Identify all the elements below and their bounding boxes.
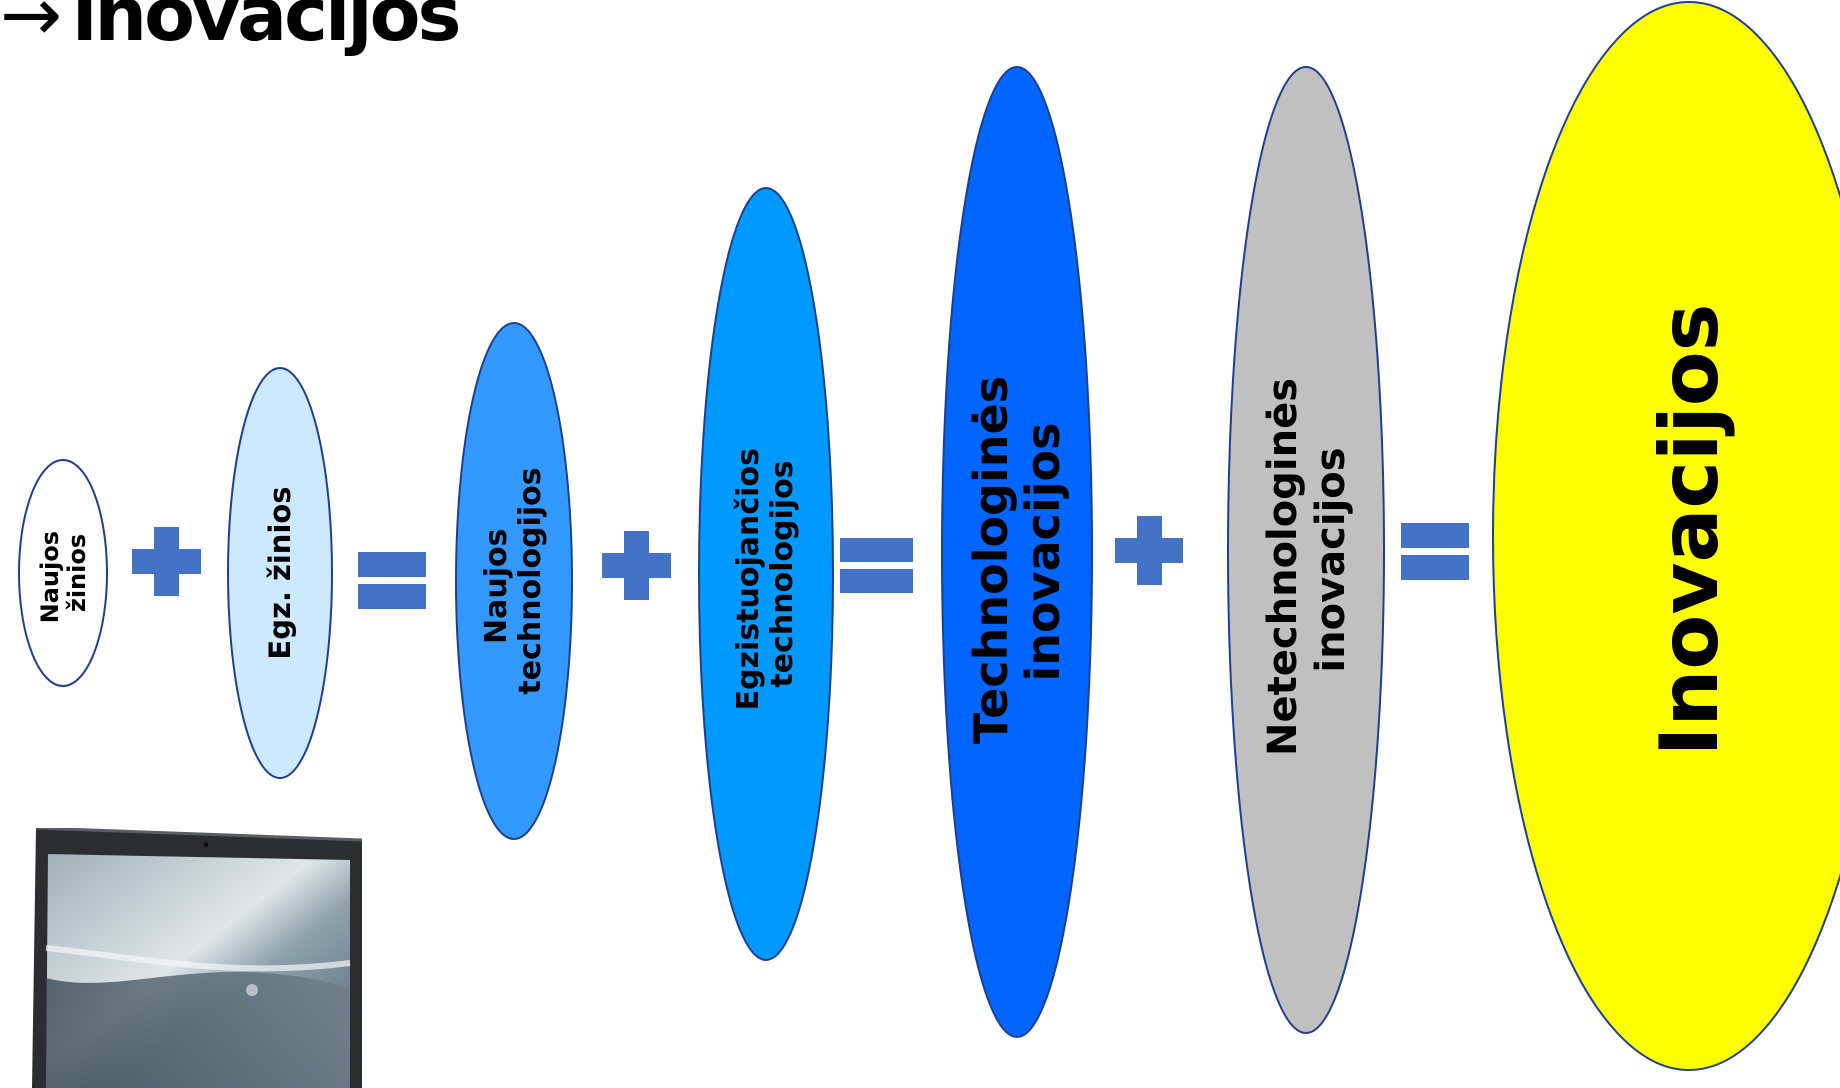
node-inovacijos-label: Inovacijos xyxy=(1643,304,1736,757)
node-inovacijos-shape xyxy=(1492,1,1840,1071)
node-technologines-inovacijos-shape xyxy=(941,66,1093,1038)
equals-1-bottom-bar xyxy=(358,584,426,609)
laptop-bezel-edge xyxy=(35,828,362,842)
node-naujos-zinios-label: Naujos žinios xyxy=(36,523,91,624)
node-egz-zinios-label: Egz. žinios xyxy=(263,486,297,659)
node-naujos-zinios-shape xyxy=(18,459,108,687)
operator-plus-3 xyxy=(1115,516,1183,585)
operator-plus-1 xyxy=(132,527,201,596)
operator-plus-2 xyxy=(602,531,671,600)
equals-1-top-bar xyxy=(358,552,426,577)
node-egzistuojancios-technologijos-shape xyxy=(698,187,834,961)
plus-2-vertical-bar xyxy=(624,531,649,600)
node-technologines-inovacijos-label: Technologinės inovacijos xyxy=(964,360,1070,744)
node-egz-zinios-shape xyxy=(227,367,333,779)
operator-equals-3 xyxy=(1401,523,1469,580)
node-naujos-technologijos-label: Naujos technologijos xyxy=(479,467,548,694)
equals-2-top-bar xyxy=(840,538,913,562)
laptop-logo xyxy=(246,984,258,996)
title-arrow: → xyxy=(0,0,63,58)
node-naujos-technologijos-shape xyxy=(455,322,573,840)
plus-3-vertical-bar xyxy=(1137,516,1162,585)
node-inovacijos: Inovacijos xyxy=(1492,1,1840,1071)
laptop-image xyxy=(32,828,362,1088)
operator-equals-2 xyxy=(840,538,913,593)
node-egzistuojancios-technologijos: Egzistuojančios technologijos xyxy=(698,187,834,961)
node-netechnologines-inovacijos: Netechnologinės inovacijos xyxy=(1227,66,1385,1034)
equals-3-top-bar xyxy=(1401,523,1469,548)
node-netechnologines-inovacijos-shape xyxy=(1227,66,1385,1034)
node-egz-zinios: Egz. žinios xyxy=(227,367,333,779)
node-naujos-zinios: Naujos žinios xyxy=(18,459,108,687)
laptop-webcam xyxy=(203,842,209,848)
plus-1-vertical-bar xyxy=(154,527,179,596)
node-naujos-technologijos: Naujos technologijos xyxy=(455,322,573,840)
operator-equals-1 xyxy=(358,552,426,609)
node-egzistuojancios-technologijos-label: Egzistuojančios technologijos xyxy=(731,438,800,711)
laptop-screen-highlight xyxy=(45,945,351,972)
title-text: inovacijos xyxy=(72,0,462,58)
equals-2-bottom-bar xyxy=(840,569,913,593)
equals-3-bottom-bar xyxy=(1401,555,1469,580)
laptop-screen-wave xyxy=(46,971,350,1088)
node-netechnologines-inovacijos-label: Netechnologinės inovacijos xyxy=(1260,364,1354,756)
node-technologines-inovacijos: Technologinės inovacijos xyxy=(941,66,1093,1038)
page-title: →inovacijos xyxy=(0,0,462,52)
